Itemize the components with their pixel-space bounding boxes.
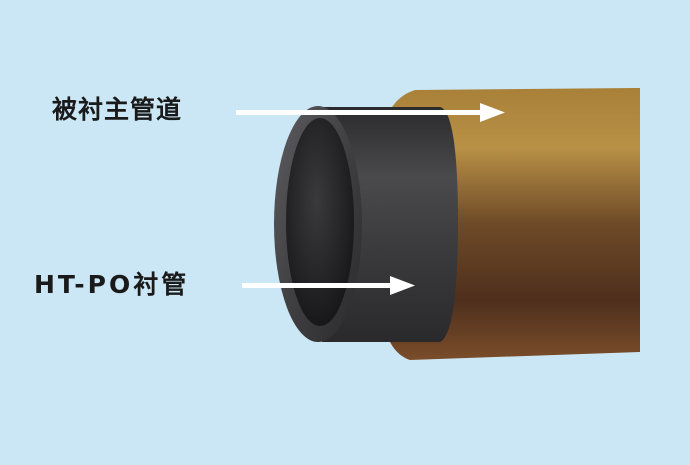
- liner-pipe-opening: [286, 118, 354, 326]
- host-pipe-label: 被衬主管道: [52, 95, 183, 124]
- arrow-liner-pipe: [242, 276, 415, 295]
- arrow-host-pipe: [236, 103, 505, 122]
- liner-pipe-label: HT-PO衬管: [34, 270, 190, 299]
